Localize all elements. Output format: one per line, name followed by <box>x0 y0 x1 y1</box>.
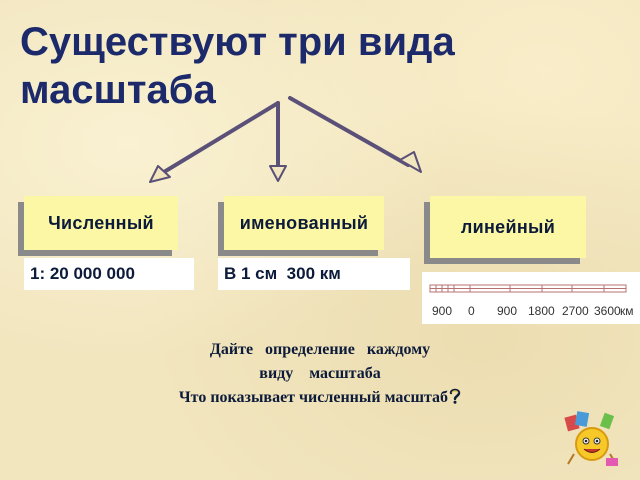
scale-type-numeric: Численный <box>24 196 178 250</box>
tick-label: 900 <box>497 304 517 318</box>
question-line-3: Что показывает численный масштаб <box>178 389 449 406</box>
question-mark-icon <box>449 388 461 404</box>
tick-label: 1800 <box>528 304 555 318</box>
numeric-scale-example: 1: 20 000 000 <box>24 258 194 290</box>
linear-scale-example: 900 0 900 1800 2700 3600 км <box>422 272 640 324</box>
page-title: Существуют три вида масштаба <box>20 18 620 114</box>
tick-label: 2700 <box>562 304 589 318</box>
numeric-scale-example-text: 1: 20 000 000 <box>30 264 135 283</box>
question-line-3-wrap: Что показывает численный масштаб <box>120 386 520 410</box>
scale-type-named: именованный <box>224 196 384 250</box>
arrowhead-named <box>269 165 287 182</box>
title-line-1: Существуют три вида <box>20 20 455 64</box>
question-line-2: виду масштаба <box>259 365 381 382</box>
scale-type-linear-label: линейный <box>460 216 556 237</box>
linear-scale-bar: 900 0 900 1800 2700 3600 км <box>429 284 634 318</box>
smiley-sun-mascot-icon <box>564 411 618 466</box>
question-line-1: Дайте определение каждому <box>209 341 431 358</box>
arrow-to-linear <box>288 96 410 167</box>
title-line-2: масштаба <box>20 68 216 112</box>
tick-label: 0 <box>468 304 475 318</box>
arrowhead-linear <box>399 151 422 173</box>
scale-unit-label: км <box>620 304 634 318</box>
scale-type-linear: линейный <box>430 196 586 258</box>
scale-type-numeric-label: Численный <box>48 212 154 233</box>
scale-type-named-label: именованный <box>239 212 369 233</box>
tick-label: 900 <box>432 304 452 318</box>
tick-label: 3600 <box>594 304 621 318</box>
arrow-to-numeric <box>162 101 280 174</box>
arrowhead-numeric <box>149 165 171 183</box>
named-scale-example: В 1 см 300 км <box>218 258 410 290</box>
named-scale-example-text: В 1 см 300 км <box>224 264 341 283</box>
question-block: Дайте определение каждому виду масштаба … <box>120 338 520 410</box>
